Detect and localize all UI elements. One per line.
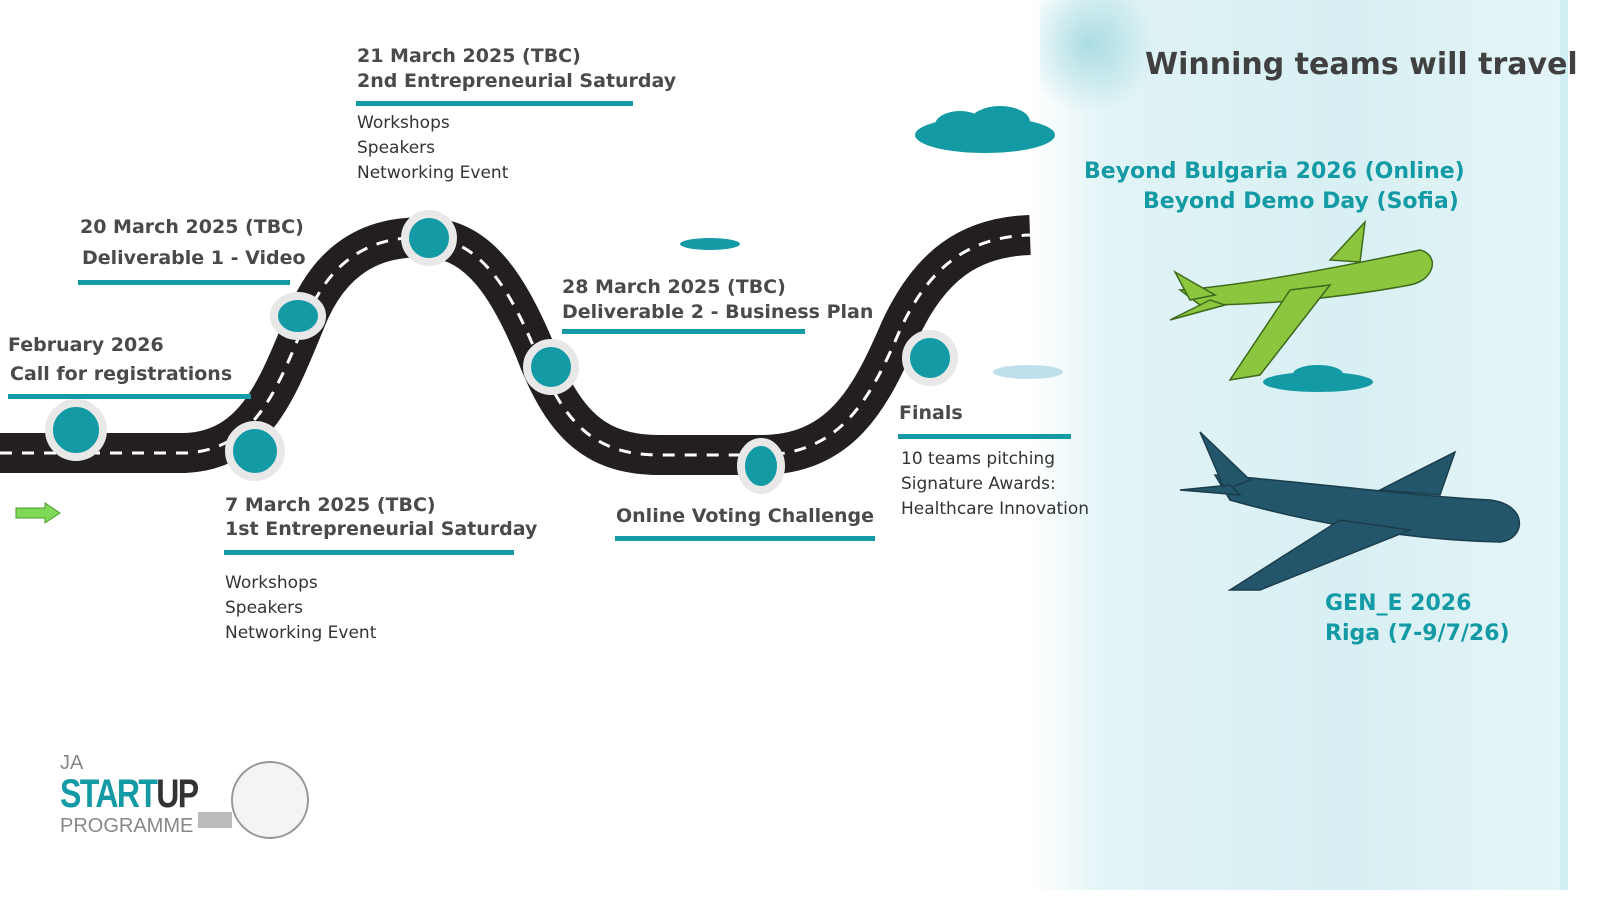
marker-6	[737, 438, 785, 494]
milestone-7-label: Finals	[899, 402, 963, 424]
divider	[224, 550, 514, 555]
milestone-3-label: Deliverable 1 - Video	[82, 247, 306, 269]
milestone-5-date: 28 March 2025 (TBC)	[562, 276, 786, 298]
logo-main: STARTUP	[60, 772, 199, 816]
list-item: Healthcare Innovation	[901, 499, 1090, 519]
list-item: 10 teams pitching	[901, 449, 1055, 469]
milestone-6-label: Online Voting Challenge	[616, 505, 875, 527]
destination-green-2: Beyond Demo Day (Sofia)	[1143, 189, 1459, 214]
milestone-5-label: Deliverable 2 - Business Plan	[562, 301, 874, 323]
divider	[562, 329, 805, 334]
marker-5	[523, 339, 579, 395]
milestone-4-items: Workshops Speakers Networking Event	[357, 111, 508, 186]
list-item: Speakers	[357, 138, 436, 158]
cloud-icon	[680, 106, 1373, 392]
milestone-4-date: 21 March 2025 (TBC)	[357, 45, 581, 67]
divider	[615, 536, 875, 541]
list-item: Signature Awards:	[901, 474, 1056, 494]
milestone-2-date: 7 March 2025 (TBC)	[225, 494, 436, 516]
divider	[898, 434, 1071, 439]
cloud-light-icon	[993, 365, 1063, 379]
blue-plane-icon	[1179, 431, 1521, 591]
logo-up: UP	[156, 772, 199, 816]
slide-title: Winning teams will travel	[1145, 47, 1578, 82]
destination-green-1: Beyond Bulgaria 2026 (Online)	[1084, 159, 1465, 184]
marker-2	[225, 421, 285, 481]
marker-4	[401, 210, 457, 266]
list-item: Speakers	[225, 598, 304, 618]
milestone-1-label: Call for registrations	[10, 363, 233, 385]
green-plane-icon	[1169, 219, 1434, 382]
milestone-4-label: 2nd Entrepreneurial Saturday	[357, 70, 677, 92]
logo-start: START	[60, 772, 158, 816]
destination-blue-1: GEN_E 2026	[1325, 591, 1472, 616]
milestone-2-items: Workshops Speakers Networking Event	[225, 571, 376, 646]
divider	[78, 280, 290, 285]
marker-1	[45, 399, 107, 461]
destination-blue-2: Riga (7-9/7/26)	[1325, 621, 1510, 646]
slide-edge	[1560, 0, 1568, 890]
milestone-2-label: 1st Entrepreneurial Saturday	[225, 518, 538, 540]
list-item: Workshops	[225, 573, 318, 593]
divider	[8, 394, 251, 399]
paint-splash	[1040, 0, 1160, 110]
milestone-1-date: February 2026	[8, 334, 164, 356]
milestone-3-date: 20 March 2025 (TBC)	[80, 216, 304, 238]
milestone-markers	[45, 210, 958, 494]
textured-background	[1030, 0, 1560, 890]
logo-top: JA	[60, 752, 84, 774]
logo-bulb-icon	[198, 761, 309, 839]
arrow-icon	[15, 502, 61, 524]
logo-bottom: PROGRAMME	[60, 815, 194, 837]
list-item: Workshops	[357, 113, 450, 133]
marker-7	[902, 330, 958, 386]
list-item: Networking Event	[357, 163, 509, 183]
marker-3	[270, 292, 326, 340]
milestone-7-items: 10 teams pitching Signature Awards: Heal…	[901, 447, 1089, 522]
list-item: Networking Event	[225, 623, 377, 643]
logo: JA STARTUP PROGRAMME	[60, 752, 232, 838]
divider	[356, 101, 633, 106]
